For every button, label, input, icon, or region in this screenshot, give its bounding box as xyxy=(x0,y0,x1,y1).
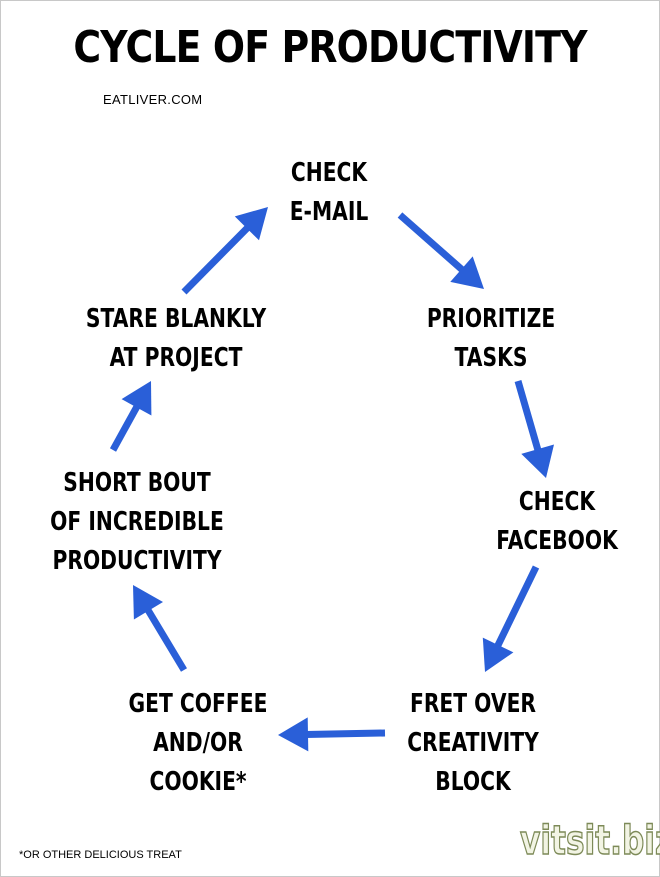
node-line: OF INCREDIBLE xyxy=(50,507,224,537)
node-line: GET COFFEE xyxy=(128,689,268,719)
node-stare-blankly: STARE BLANKLY AT PROJECT xyxy=(86,300,266,378)
arrow-prioritize-to-facebook-shaft xyxy=(514,380,542,453)
arrow-shortbout-to-stare-head xyxy=(121,381,152,416)
node-get-coffee-cookie: GET COFFEE AND/OR COOKIE* xyxy=(129,685,268,802)
arrow-coffee-to-shortbout-shaft xyxy=(144,607,188,672)
node-line: STARE BLANKLY xyxy=(85,304,267,334)
arrow-facebook-to-fret-shaft xyxy=(494,565,540,649)
diagram-title: CYCLE OF PRODUCTIVITY xyxy=(73,22,587,73)
node-fret-over-creativity-block: FRET OVER CREATIVITY BLOCK xyxy=(407,685,539,802)
node-short-bout-productivity: SHORT BOUT OF INCREDIBLE PRODUCTIVITY xyxy=(50,464,224,581)
node-line: COOKIE* xyxy=(149,767,247,797)
node-line: CHECK xyxy=(518,487,596,517)
node-line: BLOCK xyxy=(435,767,511,797)
footnote: *OR OTHER DELICIOUS TREAT xyxy=(19,849,182,861)
node-line: SHORT BOUT xyxy=(63,468,211,498)
node-prioritize-tasks: PRIORITIZE TASKS xyxy=(427,300,555,378)
node-line: FRET OVER xyxy=(409,689,537,719)
arrow-fret-to-coffee-shaft xyxy=(305,729,386,738)
arrow-email-to-prioritize-head xyxy=(450,256,484,289)
arrow-prioritize-to-facebook-head xyxy=(521,444,554,478)
arrow-facebook-to-fret-head xyxy=(482,637,514,672)
node-line: AT PROJECT xyxy=(109,343,243,373)
arrow-shortbout-to-stare-shaft xyxy=(109,403,141,452)
node-check-facebook: CHECK FACEBOOK xyxy=(496,483,618,561)
arrow-stare-to-email-shaft xyxy=(181,224,251,295)
node-line: CREATIVITY xyxy=(407,728,539,758)
source-credit: EATLIVER.COM xyxy=(103,92,203,107)
node-line: FACEBOOK xyxy=(496,526,618,556)
arrow-stare-to-email-head xyxy=(234,207,268,241)
node-line: AND/OR xyxy=(153,728,243,758)
arrow-coffee-to-shortbout-head xyxy=(133,585,163,620)
node-line: PRODUCTIVITY xyxy=(52,546,222,576)
arrow-email-to-prioritize-shaft xyxy=(397,212,466,274)
node-line: PRIORITIZE xyxy=(426,304,556,334)
node-line: E-MAIL xyxy=(289,197,369,227)
arrow-fret-to-coffee-head xyxy=(278,717,309,752)
watermark-logo: vitsit.biz xyxy=(519,817,660,865)
node-check-email: CHECK E-MAIL xyxy=(290,154,369,232)
node-line: TASKS xyxy=(454,343,528,373)
node-line: CHECK xyxy=(290,158,368,188)
